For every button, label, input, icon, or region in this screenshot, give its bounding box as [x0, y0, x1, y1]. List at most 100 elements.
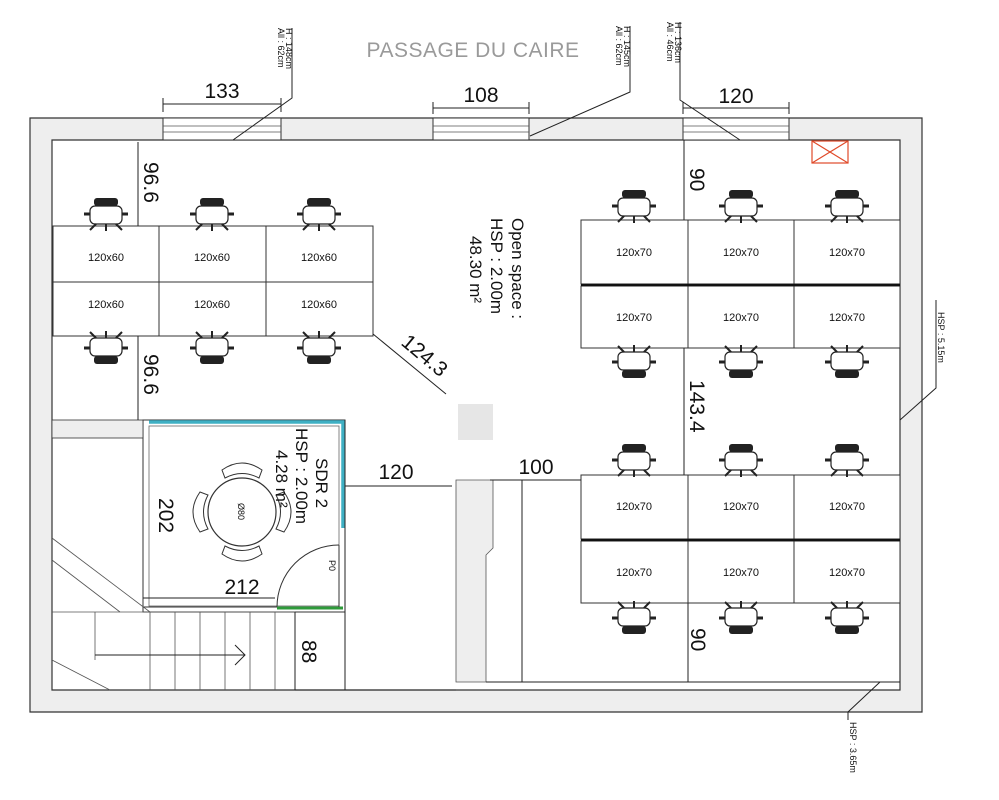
office-chair-icon — [297, 331, 341, 364]
office-chair-icon — [612, 345, 656, 378]
partition-walls — [295, 420, 900, 691]
desk: 120x70 — [793, 540, 901, 604]
dimension-lines — [137, 140, 937, 720]
window-leaders — [232, 22, 741, 141]
desk: 120x70 — [580, 285, 689, 349]
svg-text:120x70: 120x70 — [829, 501, 865, 513]
svg-text:120x60: 120x60 — [194, 252, 230, 264]
window-width-2: 108 — [463, 84, 498, 107]
desk: 120x70 — [793, 474, 901, 540]
open-space-area: 48.30 m² — [466, 236, 485, 303]
hsp-right-label: HSP : 5.15m — [936, 312, 946, 363]
office-chair-icon — [719, 345, 763, 378]
office-chair-icon — [612, 601, 656, 634]
window-note-3-all: All : 46cm — [665, 22, 675, 62]
office-chair-icon — [825, 345, 869, 378]
window-note-1-h: H : 148cm — [284, 28, 294, 69]
window-note-3-h: H : 136cm — [673, 22, 683, 63]
desk: 120x60 — [158, 225, 267, 283]
office-chair-icon — [719, 601, 763, 634]
svg-text:120x70: 120x70 — [616, 312, 652, 324]
right-desk-block-bottom: 120x70 120x70 120x70 120x70 120x70 120x7… — [580, 474, 901, 604]
street-name: PASSAGE DU CAIRE — [367, 39, 580, 62]
office-chair-icon — [84, 198, 128, 231]
desk: 120x60 — [52, 225, 160, 283]
sdr-door-label: P0 — [327, 560, 337, 571]
desk: 120x60 — [158, 281, 267, 337]
pillar — [455, 404, 494, 683]
desk: 120x70 — [793, 219, 901, 285]
desk: 120x60 — [265, 281, 374, 337]
svg-text:120x60: 120x60 — [301, 299, 337, 311]
window-dimension-lines — [162, 98, 790, 114]
dim-right-bottom: 90 — [686, 628, 709, 651]
sdr-name: SDR 2 — [312, 458, 331, 508]
dim-sdr-width: 212 — [224, 576, 259, 599]
windows — [162, 117, 790, 141]
desk: 120x70 — [793, 285, 901, 349]
office-chair-icon — [825, 601, 869, 634]
svg-text:120x70: 120x70 — [723, 567, 759, 579]
office-chair-icon — [719, 444, 763, 477]
office-chair-icon — [297, 198, 341, 231]
office-chair-icon — [612, 444, 656, 477]
svg-text:120x70: 120x70 — [829, 312, 865, 324]
dim-diagonal: 124.3 — [397, 330, 452, 381]
svg-text:120x60: 120x60 — [194, 299, 230, 311]
desk: 120x70 — [580, 540, 689, 604]
left-desk-block: 120x60 120x60 120x60 120x60 120x60 120x6… — [52, 225, 374, 337]
table-diameter: Ø80 — [236, 503, 246, 520]
dim-between-blocks: 143.4 — [685, 380, 708, 433]
sdr-area: 4.28 m² — [272, 450, 291, 508]
right-desk-block-top: 120x70 120x70 120x70 120x70 120x70 120x7… — [580, 219, 901, 349]
office-chair-icon — [190, 198, 234, 231]
desk: 120x70 — [580, 474, 689, 540]
desk: 120x60 — [52, 281, 160, 337]
svg-text:120x70: 120x70 — [616, 501, 652, 513]
svg-text:120x70: 120x70 — [616, 247, 652, 259]
window-notes: H : 148cm All : 62cm H : 145cm All : 62c… — [276, 22, 683, 69]
svg-text:120x70: 120x70 — [829, 247, 865, 259]
svg-text:120x70: 120x70 — [723, 312, 759, 324]
dim-passage-left: 120 — [378, 461, 413, 484]
dim-sdr-height: 202 — [154, 498, 177, 533]
desk: 120x70 — [687, 540, 795, 604]
window-width-3: 120 — [718, 85, 753, 108]
svg-text:120x60: 120x60 — [301, 252, 337, 264]
staircase — [51, 419, 296, 691]
desk: 120x70 — [687, 285, 795, 349]
desk: 120x70 — [687, 474, 795, 540]
sdr-label: SDR 2 HSP : 2.00m 4.28 m² — [272, 428, 331, 524]
open-space-label: Open space : HSP : 2.00m 48.30 m² — [466, 218, 527, 319]
office-chair-icon — [84, 331, 128, 364]
open-space-name: Open space : — [508, 218, 527, 319]
svg-text:120x60: 120x60 — [88, 299, 124, 311]
dim-left-top: 96.6 — [139, 162, 162, 203]
svg-text:120x60: 120x60 — [88, 252, 124, 264]
dim-left-bottom: 96.6 — [139, 354, 162, 395]
office-chair-icon — [825, 190, 869, 223]
svg-text:120x70: 120x70 — [723, 501, 759, 513]
window-note-2-all: All : 62cm — [614, 26, 624, 66]
desk: 120x70 — [580, 219, 689, 285]
office-chair-icon — [612, 190, 656, 223]
svg-text:120x70: 120x70 — [616, 567, 652, 579]
vent-icon — [811, 140, 849, 164]
window-width-1: 133 — [204, 80, 239, 103]
svg-text:120x70: 120x70 — [723, 247, 759, 259]
desk: 120x70 — [687, 219, 795, 285]
window-note-1-all: All : 62cm — [276, 28, 286, 68]
open-space-hsp: HSP : 2.00m — [487, 218, 506, 314]
dim-right-top: 90 — [685, 168, 708, 191]
outer-walls — [29, 117, 923, 713]
office-chair-icon — [190, 331, 234, 364]
office-chair-icon — [719, 190, 763, 223]
sdr-hsp: HSP : 2.00m — [292, 428, 311, 524]
round-table: Ø80 — [192, 462, 292, 562]
office-chairs — [84, 190, 869, 634]
hsp-bottom-label: HSP : 3.65m — [848, 722, 858, 773]
office-chair-icon — [825, 444, 869, 477]
dim-passage-right: 100 — [518, 456, 553, 479]
svg-text:120x70: 120x70 — [829, 567, 865, 579]
